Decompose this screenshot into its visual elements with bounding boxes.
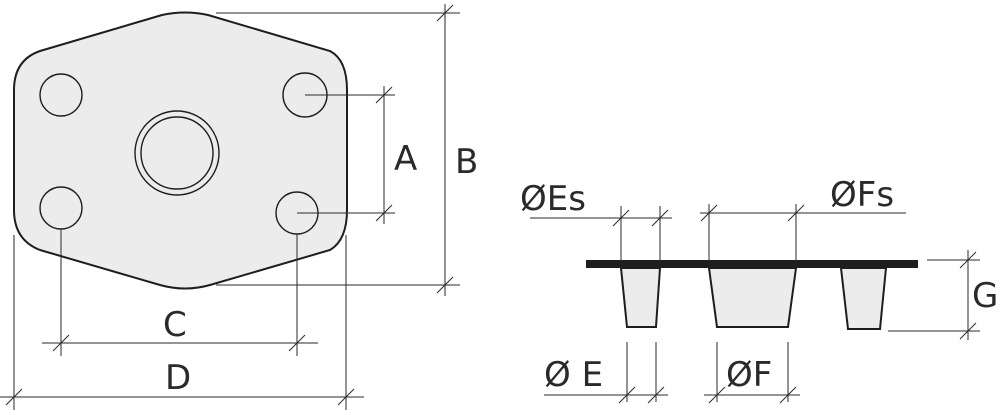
dimension-c: C xyxy=(42,229,318,356)
dimension-es: ØEs xyxy=(520,179,672,262)
label-f: ØF xyxy=(726,355,772,395)
label-e: Ø E xyxy=(544,355,603,395)
dimension-g: G xyxy=(888,250,998,340)
boss-left xyxy=(619,267,662,328)
flange-section-view xyxy=(586,260,918,330)
label-d: D xyxy=(165,358,191,398)
center-bore-inner xyxy=(140,116,214,190)
dimension-d: D xyxy=(0,235,364,410)
bolt-hole-bottom-left xyxy=(39,186,83,230)
label-a: A xyxy=(394,139,417,179)
boss-right xyxy=(839,267,888,330)
boss-middle xyxy=(707,267,798,328)
dimension-b: B xyxy=(216,4,478,296)
dimension-e: Ø E xyxy=(544,342,668,404)
label-b: B xyxy=(455,142,478,182)
label-g: G xyxy=(972,276,998,316)
center-bore-outer xyxy=(134,110,220,196)
label-fs: ØFs xyxy=(830,175,894,215)
flange-front-view xyxy=(13,11,348,290)
dimension-f: ØF xyxy=(704,342,800,404)
plate-section xyxy=(586,260,918,268)
label-es: ØEs xyxy=(520,179,586,219)
dimension-fs: ØFs xyxy=(700,175,906,262)
bolt-hole-top-left xyxy=(39,73,83,117)
label-c: C xyxy=(163,305,187,345)
dimension-a: A xyxy=(297,86,417,224)
